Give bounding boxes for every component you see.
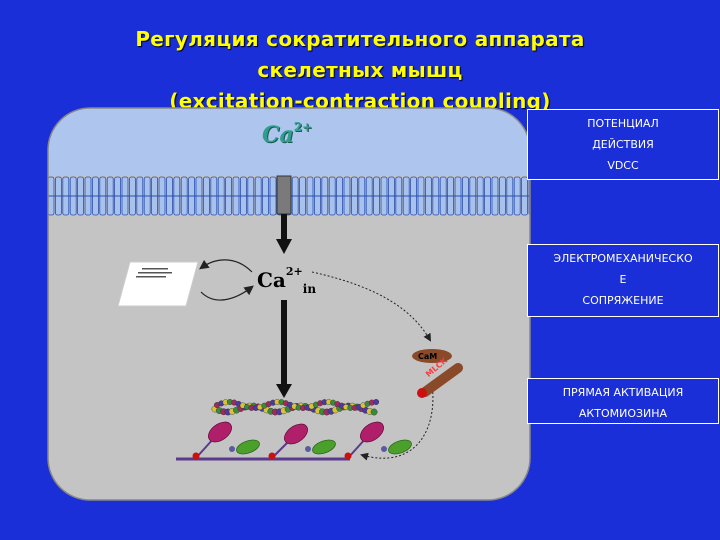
actin-bead <box>373 399 379 405</box>
vdcc-channel <box>277 176 291 214</box>
actomyosin-activation-box: ПРЯМАЯ АКТИВАЦИЯ АКТОМИОЗИНА <box>527 378 719 424</box>
regulatory-light-chain <box>305 446 311 452</box>
box1-line-2: ДЕЙСТВИЯ <box>528 134 718 155</box>
extracellular-calcium-label: Ca2+ <box>262 122 312 148</box>
box2-line-2: Е <box>528 269 718 290</box>
mlck-head <box>417 388 427 398</box>
box3-line-2: АКТОМИОЗИНА <box>528 403 718 424</box>
box2-line-3: СОПРЯЖЕНИЕ <box>528 290 718 311</box>
box1-line-1: ПОТЕНЦИАЛ <box>528 113 718 134</box>
regulatory-light-chain <box>229 446 235 452</box>
box2-line-1: ЭЛЕКТРОМЕХАНИЧЕСКО <box>528 248 718 269</box>
actin-bead <box>371 409 377 415</box>
box1-line-3: VDCC <box>528 155 718 176</box>
intracellular-calcium-label: Ca2+in <box>257 268 316 292</box>
phosphate-group <box>193 453 200 460</box>
electromechanical-coupling-box: ЭЛЕКТРОМЕХАНИЧЕСКО Е СОПРЯЖЕНИЕ <box>527 244 719 317</box>
box3-line-1: ПРЯМАЯ АКТИВАЦИЯ <box>528 382 718 403</box>
regulatory-light-chain <box>381 446 387 452</box>
phosphate-group <box>345 453 352 460</box>
phosphate-group <box>269 453 276 460</box>
calmodulin-label: CaM <box>418 352 437 361</box>
action-potential-box: ПОТЕНЦИАЛ ДЕЙСТВИЯ VDCC <box>527 109 719 180</box>
